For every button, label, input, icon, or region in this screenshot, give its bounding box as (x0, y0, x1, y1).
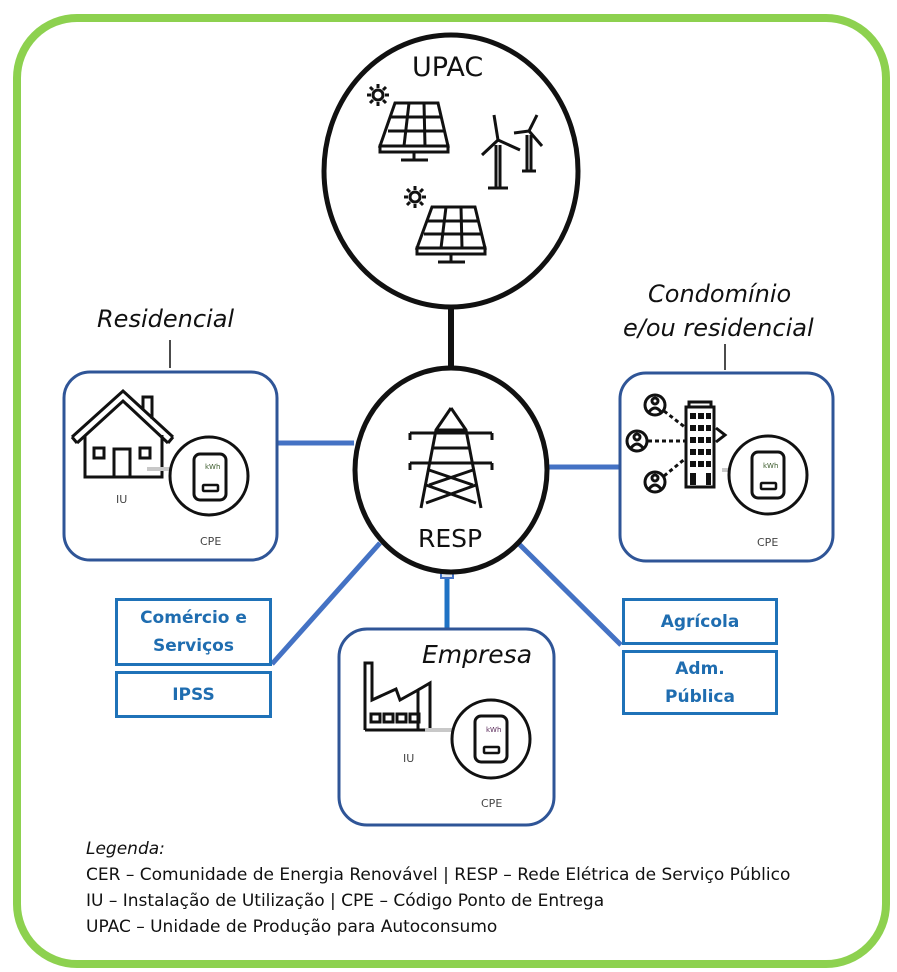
wind-turbine-icon (480, 114, 544, 190)
diagram-frame (13, 14, 890, 968)
upac-circle (321, 32, 581, 310)
person-icon (625, 429, 649, 453)
empresa-title: Empresa (422, 640, 533, 669)
legend-line: IU – Instalação de Utilização | CPE – Có… (86, 891, 605, 911)
meter-unit: kWh (486, 726, 502, 734)
legend-title: Legenda: (86, 839, 165, 859)
resp-label: RESP (418, 524, 483, 553)
condominio-title-line2: e/ou residencial (623, 314, 814, 342)
person-icon (643, 470, 667, 494)
community-building-icon (625, 393, 728, 494)
tag-line: Pública (665, 686, 735, 707)
building-windows (690, 413, 711, 485)
agricola-connector (515, 540, 623, 647)
meter-icon (727, 434, 809, 516)
cpe-label: CPE (757, 536, 779, 549)
tag-comercio-servicos: Comércio e Serviços (115, 598, 272, 666)
meter-icon (450, 698, 532, 780)
upac-label: UPAC (412, 52, 484, 83)
tag-adm-publica: Adm. Pública (622, 650, 778, 715)
tag-line: Comércio e (140, 608, 247, 628)
cpe-label: CPE (200, 535, 222, 548)
comercio-connector (270, 541, 382, 666)
tag-line: Adm. (675, 658, 725, 679)
meter-icon (168, 435, 250, 517)
resp-circle (352, 365, 550, 575)
legend: Legenda: CER – Comunidade de Energia Ren… (86, 836, 790, 940)
meter-unit: kWh (763, 462, 779, 470)
solar-panel-icon (404, 186, 487, 264)
cpe-label: CPE (481, 797, 503, 810)
tag-line: Agrícola (660, 611, 740, 632)
condominio-title-line1: Condomínio (648, 280, 792, 308)
sun-icon (404, 186, 426, 208)
legend-line: UPAC – Unidade de Produção para Autocons… (86, 917, 498, 937)
factory-icon (363, 661, 432, 732)
tag-line: Serviços (153, 636, 234, 656)
condominio-box (618, 371, 835, 563)
iu-label: IU (116, 493, 128, 506)
legend-line: CER – Comunidade de Energia Renovável | … (86, 865, 791, 885)
house-icon (70, 388, 175, 479)
meter-unit: kWh (205, 463, 221, 471)
tag-line: IPSS (172, 684, 215, 705)
residencial-title: Residencial (97, 305, 235, 333)
transmission-tower-icon (408, 407, 494, 509)
solar-panel-icon (367, 84, 450, 162)
iu-label: IU (403, 752, 415, 765)
sun-icon (367, 84, 389, 106)
tag-ipss: IPSS (115, 671, 272, 718)
tag-agricola: Agrícola (622, 598, 778, 645)
person-icon (643, 393, 667, 417)
